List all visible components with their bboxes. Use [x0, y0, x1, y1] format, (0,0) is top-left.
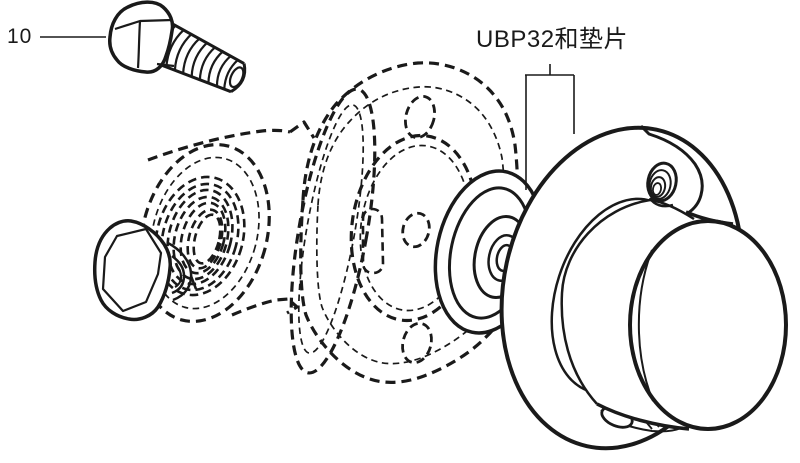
hex-bolt-drawing [108, 0, 247, 94]
housing-bottom-edge [231, 297, 299, 317]
callout-part-number: 10 [7, 25, 33, 48]
gasket-hole-bottom [401, 321, 433, 365]
housing-boss-outline [139, 142, 271, 324]
hub-bottom-silhouette [596, 402, 690, 431]
bearing-unit-drawing [499, 124, 788, 451]
housing-top-ear [289, 120, 316, 139]
side-bolt-drawing [93, 219, 198, 322]
hub-face-chamfer [637, 249, 654, 402]
top-hole-lower-rim [648, 197, 674, 208]
housing-flange-inner [297, 103, 365, 355]
label-bracket [525, 64, 575, 190]
gasket-hole-top [404, 94, 436, 140]
flange-top-hole [646, 161, 678, 203]
housing-flange-outline [289, 87, 377, 375]
hub-base-line [560, 198, 695, 405]
shank-tip-chamfer [228, 66, 245, 89]
side-bolt-head [93, 219, 172, 322]
hub-face [628, 219, 788, 431]
gasket-slot [361, 207, 385, 275]
callout-lines [40, 36, 575, 190]
side-bolt-facets [101, 227, 163, 313]
hex-bolt-head-facets [114, 18, 175, 69]
housing-boss-chamfer [150, 156, 260, 310]
gasket-hole-middle [401, 211, 431, 249]
side-bolt-shank [167, 241, 198, 302]
hex-bolt-head [108, 0, 175, 74]
housing-top-edge [147, 128, 291, 162]
callout-assembly-label: UBP32和垫片 [476, 26, 629, 53]
top-hole-boss-curve [639, 124, 704, 215]
